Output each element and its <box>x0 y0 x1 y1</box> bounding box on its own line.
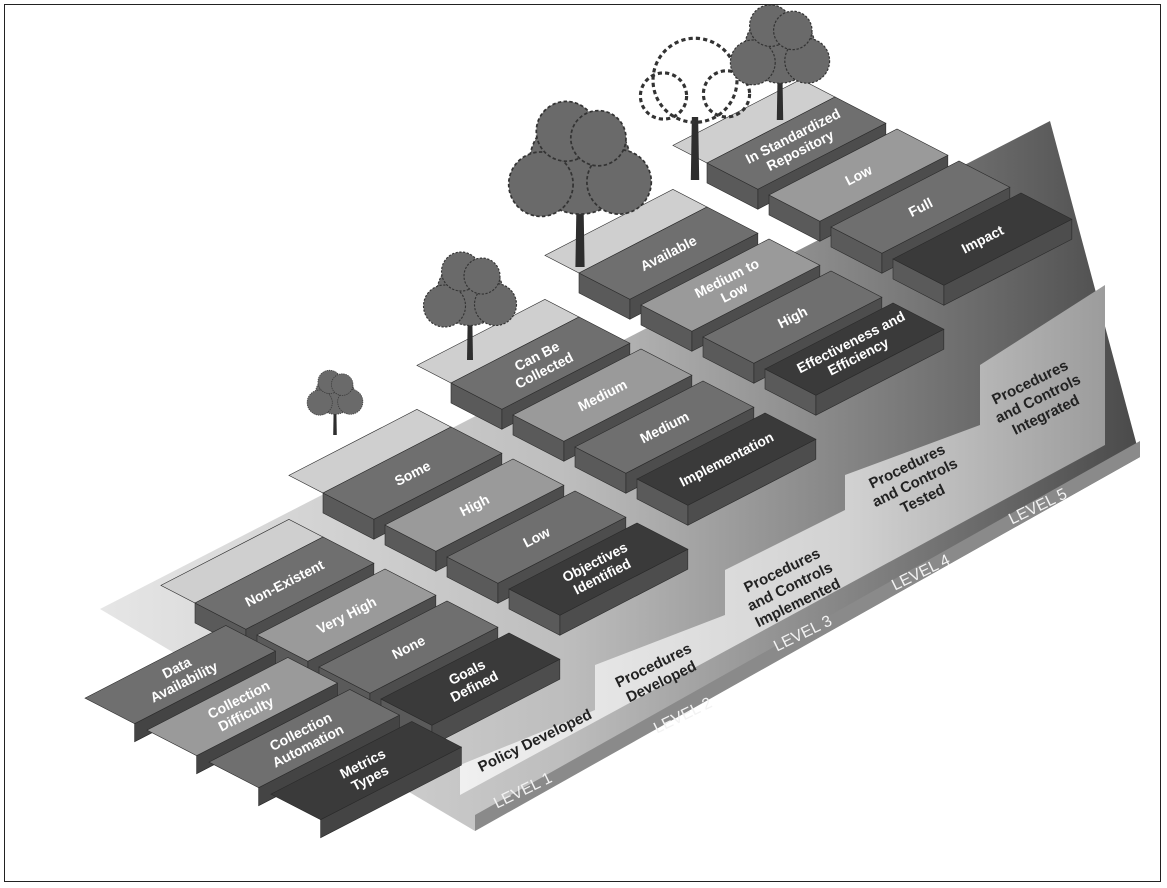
tile-collection_difficulty-5[interactable] <box>768 128 949 222</box>
row-header-metrics_types <box>270 721 463 821</box>
row-header-data_availability <box>84 625 277 725</box>
tile-data_availability-4[interactable] <box>578 206 759 300</box>
tree-icon <box>729 5 831 120</box>
tile-collection_automation-1[interactable] <box>318 600 499 694</box>
row-header-collection_difficulty <box>146 657 339 757</box>
tile-collection_difficulty-1[interactable] <box>256 568 437 662</box>
tile-collection_automation-4[interactable] <box>702 270 883 364</box>
tile-collection_automation-2[interactable] <box>446 490 627 584</box>
tile-data_availability-1[interactable] <box>194 536 375 630</box>
tile-collection_difficulty-4[interactable] <box>640 238 821 332</box>
tree-illustrations <box>306 5 831 435</box>
tree-icon <box>306 369 364 435</box>
tile-metrics_types-5[interactable] <box>892 192 1073 286</box>
tile-data_availability-5[interactable] <box>706 96 887 190</box>
tile-data_availability-3[interactable] <box>450 316 631 410</box>
tree-icon <box>422 251 518 360</box>
tile-collection_difficulty-2[interactable] <box>384 458 565 552</box>
tree-icon <box>507 100 653 267</box>
tile-metrics_types-3[interactable] <box>636 412 817 506</box>
tile-collection_automation-3[interactable] <box>574 380 755 474</box>
tree-icon <box>638 36 752 180</box>
tile-collection_automation-5[interactable] <box>830 160 1011 254</box>
base-slab-front <box>475 441 1140 831</box>
tile-data_availability-2[interactable] <box>322 426 503 520</box>
tile-metrics_types-2[interactable] <box>508 522 689 616</box>
tile-collection_difficulty-3[interactable] <box>512 348 693 442</box>
tile-metrics_types-1[interactable] <box>380 632 561 726</box>
level-wall <box>460 285 1105 795</box>
tile-metrics_types-4[interactable] <box>764 302 945 396</box>
row-header-collection_automation <box>208 689 401 789</box>
